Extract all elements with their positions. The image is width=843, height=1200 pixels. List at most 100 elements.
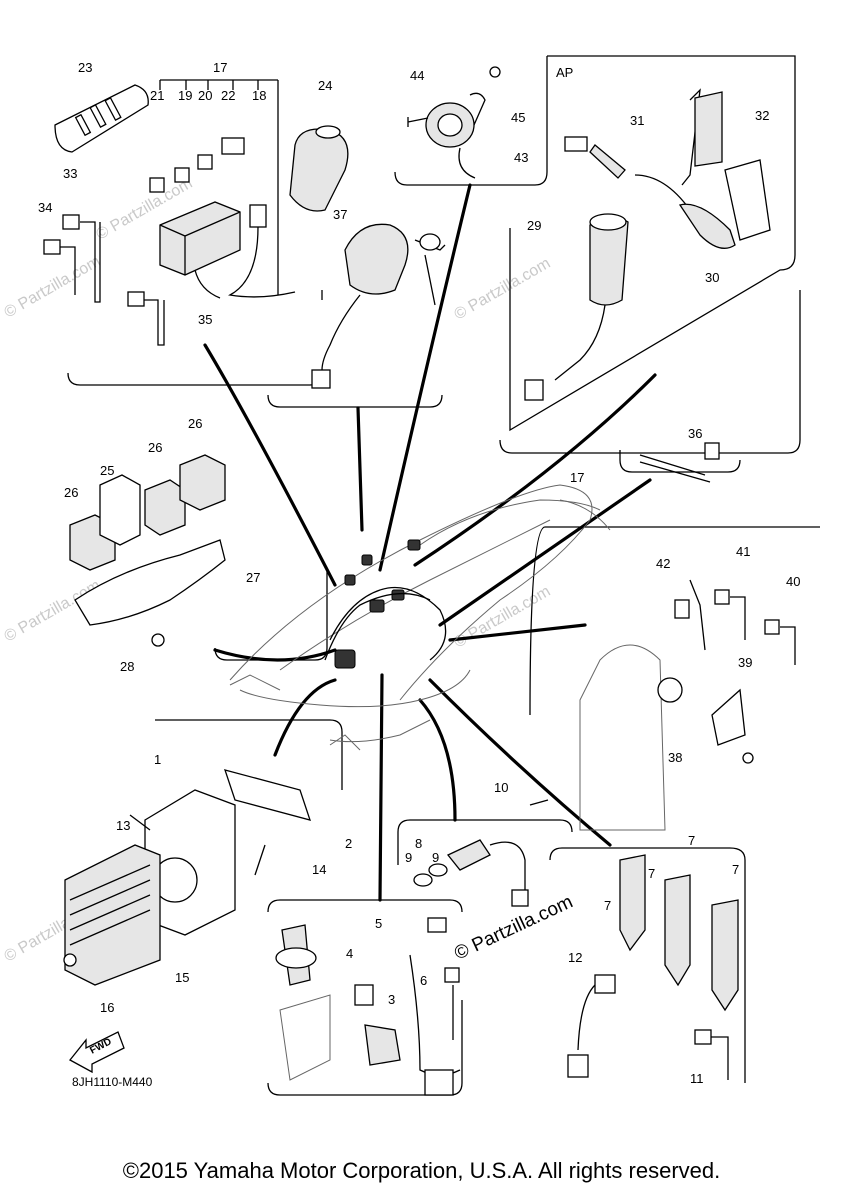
callout-22: 22	[221, 88, 235, 103]
part-25-relay	[99, 474, 141, 546]
part-38-sensor	[657, 677, 683, 703]
part-7-coil	[619, 854, 646, 952]
callout-29: 29	[527, 218, 541, 233]
leader-lines	[203, 183, 657, 902]
part-23-cover	[54, 84, 149, 153]
part-12-connector	[594, 974, 616, 994]
part-26-relay	[179, 454, 226, 511]
part-8-sensor	[446, 839, 491, 871]
part-9-oring	[413, 873, 433, 887]
part-16-bolt	[63, 953, 77, 967]
watercraft-hull	[229, 484, 611, 751]
callout-14: 14	[312, 862, 326, 877]
part-32-label	[694, 91, 723, 167]
part-37-connector	[311, 369, 331, 389]
callout-5: 5	[375, 916, 382, 931]
callout-34: 34	[38, 200, 52, 215]
callout-36: 36	[688, 426, 702, 441]
group-coils	[567, 854, 739, 1080]
callout-45: 45	[511, 110, 525, 125]
part-37-switch	[344, 223, 409, 295]
watermark-text: © Partzilla.com	[452, 583, 554, 652]
part-20-fuse	[197, 154, 213, 170]
callout-23: 23	[78, 60, 92, 75]
part-2-bracket	[224, 769, 311, 821]
callout-31: 31	[630, 113, 644, 128]
callout-13: 13	[116, 818, 130, 833]
callout-9: 9	[405, 850, 412, 865]
part-21-fuse	[149, 177, 165, 193]
part-ap-connector	[564, 136, 588, 152]
part-44-bolt	[407, 117, 429, 127]
callout-9: 9	[432, 850, 439, 865]
part-28-screw	[151, 633, 165, 647]
watermark-text: © Partzilla.com	[2, 253, 104, 322]
group-rectifier	[63, 769, 311, 986]
part-7-coil	[711, 899, 739, 1012]
callout-15: 15	[175, 970, 189, 985]
callout-38: 38	[668, 750, 682, 765]
group-sensor-right	[579, 579, 796, 831]
callout-35: 35	[198, 312, 212, 327]
callout-7: 7	[604, 898, 611, 913]
callout-39: 39	[738, 655, 752, 670]
callout-19: 19	[178, 88, 192, 103]
callout-25: 25	[100, 463, 114, 478]
part-42-connector	[674, 599, 690, 619]
watermark-text: © Partzilla.com	[452, 255, 554, 324]
part-17-fuse-box	[159, 201, 241, 276]
callout-4: 4	[346, 946, 353, 961]
callout-26: 26	[148, 440, 162, 455]
part-29-connector	[524, 379, 544, 401]
callout-40: 40	[786, 574, 800, 589]
callout-7: 7	[688, 833, 695, 848]
part-7-coil	[664, 874, 691, 987]
part-11-clip	[694, 1029, 712, 1045]
callout-27: 27	[246, 570, 260, 585]
part-36-clip	[704, 442, 720, 460]
part-27-bracket	[74, 539, 226, 626]
copyright-notice: ©2015 Yamaha Motor Corporation, U.S.A. A…	[122, 1158, 721, 1183]
callout-37: 37	[333, 207, 347, 222]
part-14-bolt	[254, 844, 266, 876]
part-24-cap	[289, 128, 349, 212]
callout-17: 17	[213, 60, 227, 75]
part-30-bracket	[724, 159, 771, 241]
callout-32: 32	[755, 108, 769, 123]
group-tie-36	[639, 442, 720, 483]
callout-28: 28	[120, 659, 134, 674]
part-19-fuse	[174, 167, 190, 183]
callout-44: 44	[410, 68, 424, 83]
part-9-oring	[428, 863, 448, 877]
part-38-housing	[579, 644, 666, 831]
callout-1: 1	[154, 752, 161, 767]
part-15-regulator	[64, 844, 161, 986]
callout-2: 2	[345, 836, 352, 851]
callout-26: 26	[188, 416, 202, 431]
callout-21: 21	[150, 88, 164, 103]
part-39-bracket	[711, 688, 746, 746]
part-40-clip	[764, 619, 780, 635]
callout-10: 10	[494, 780, 508, 795]
callout-24: 24	[318, 78, 332, 93]
part-45-nut	[489, 66, 501, 78]
group-fuse-box	[43, 79, 296, 346]
callout-33: 33	[63, 166, 77, 181]
callout-8: 8	[415, 836, 422, 851]
part-10-bolt	[529, 799, 549, 806]
callout-43: 43	[514, 150, 528, 165]
part-18-connector	[249, 204, 267, 228]
part-13-plate	[129, 814, 151, 831]
part-6-clip	[444, 967, 460, 983]
callout-20: 20	[198, 88, 212, 103]
callout-42: 42	[656, 556, 670, 571]
group-sensor-top	[407, 66, 501, 179]
fwd-arrow: FWD	[69, 1031, 125, 1074]
part-35-clip	[127, 291, 145, 307]
callout-41: 41	[736, 544, 750, 559]
group-relays	[69, 454, 226, 647]
part-34-clip	[43, 239, 61, 255]
callout-26: 26	[64, 485, 78, 500]
